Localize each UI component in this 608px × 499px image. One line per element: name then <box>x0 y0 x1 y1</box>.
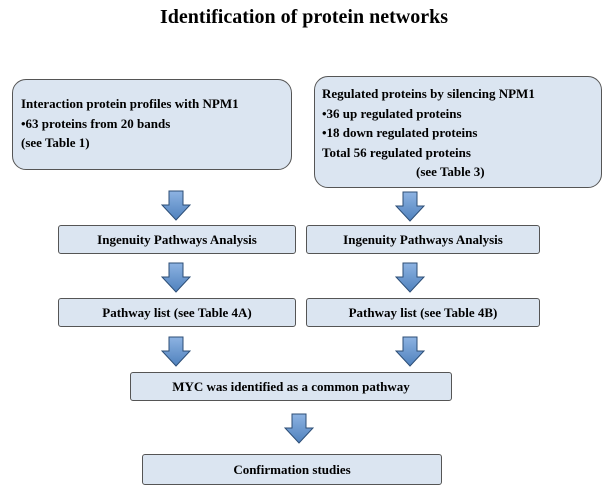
ipa-right-box: Ingenuity Pathways Analysis <box>306 225 540 254</box>
pathway-left-label: Pathway list (see Table 4A) <box>102 304 252 320</box>
arrow-down-icon <box>395 262 425 293</box>
npm1-silencing-ref: (see Table 3) <box>416 164 485 179</box>
ipa-left-box: Ingenuity Pathways Analysis <box>58 225 296 254</box>
pathway-left-box: Pathway list (see Table 4A) <box>58 298 296 327</box>
up-regulated-line: •36 up regulated proteins <box>322 105 462 121</box>
arrow-down-icon <box>284 413 314 444</box>
ipa-right-label: Ingenuity Pathways Analysis <box>343 231 503 247</box>
pathway-right-box: Pathway list (see Table 4B) <box>306 298 540 327</box>
npm1-interaction-title: Interaction protein profiles with NPM1 <box>21 96 239 111</box>
npm1-silencing-title: Regulated proteins by silencing NPM1 <box>322 86 535 101</box>
total-regulated-line: Total 56 regulated proteins <box>322 144 471 160</box>
ipa-left-label: Ingenuity Pathways Analysis <box>97 231 257 247</box>
down-regulated-line: •18 down regulated proteins <box>322 125 478 140</box>
confirmation-box: Confirmation studies <box>142 454 442 485</box>
npm1-interaction-count: •63 proteins from 20 bands <box>21 115 171 131</box>
arrow-down-icon <box>161 190 191 221</box>
myc-common-pathway-label: MYC was identified as a common pathway <box>172 378 410 394</box>
npm1-interaction-ref: (see Table 1) <box>21 135 90 150</box>
npm1-interaction-box: Interaction protein profiles with NPM1 •… <box>12 79 292 170</box>
arrow-down-icon <box>395 336 425 367</box>
myc-common-pathway-box: MYC was identified as a common pathway <box>130 372 452 401</box>
arrow-down-icon <box>161 262 191 293</box>
pathway-right-label: Pathway list (see Table 4B) <box>348 304 498 320</box>
arrow-down-icon <box>161 336 191 367</box>
diagram-title: Identification of protein networks <box>160 6 448 28</box>
npm1-silencing-box: Regulated proteins by silencing NPM1 •36… <box>314 76 602 188</box>
confirmation-label: Confirmation studies <box>233 461 351 477</box>
arrow-down-icon <box>395 191 425 222</box>
